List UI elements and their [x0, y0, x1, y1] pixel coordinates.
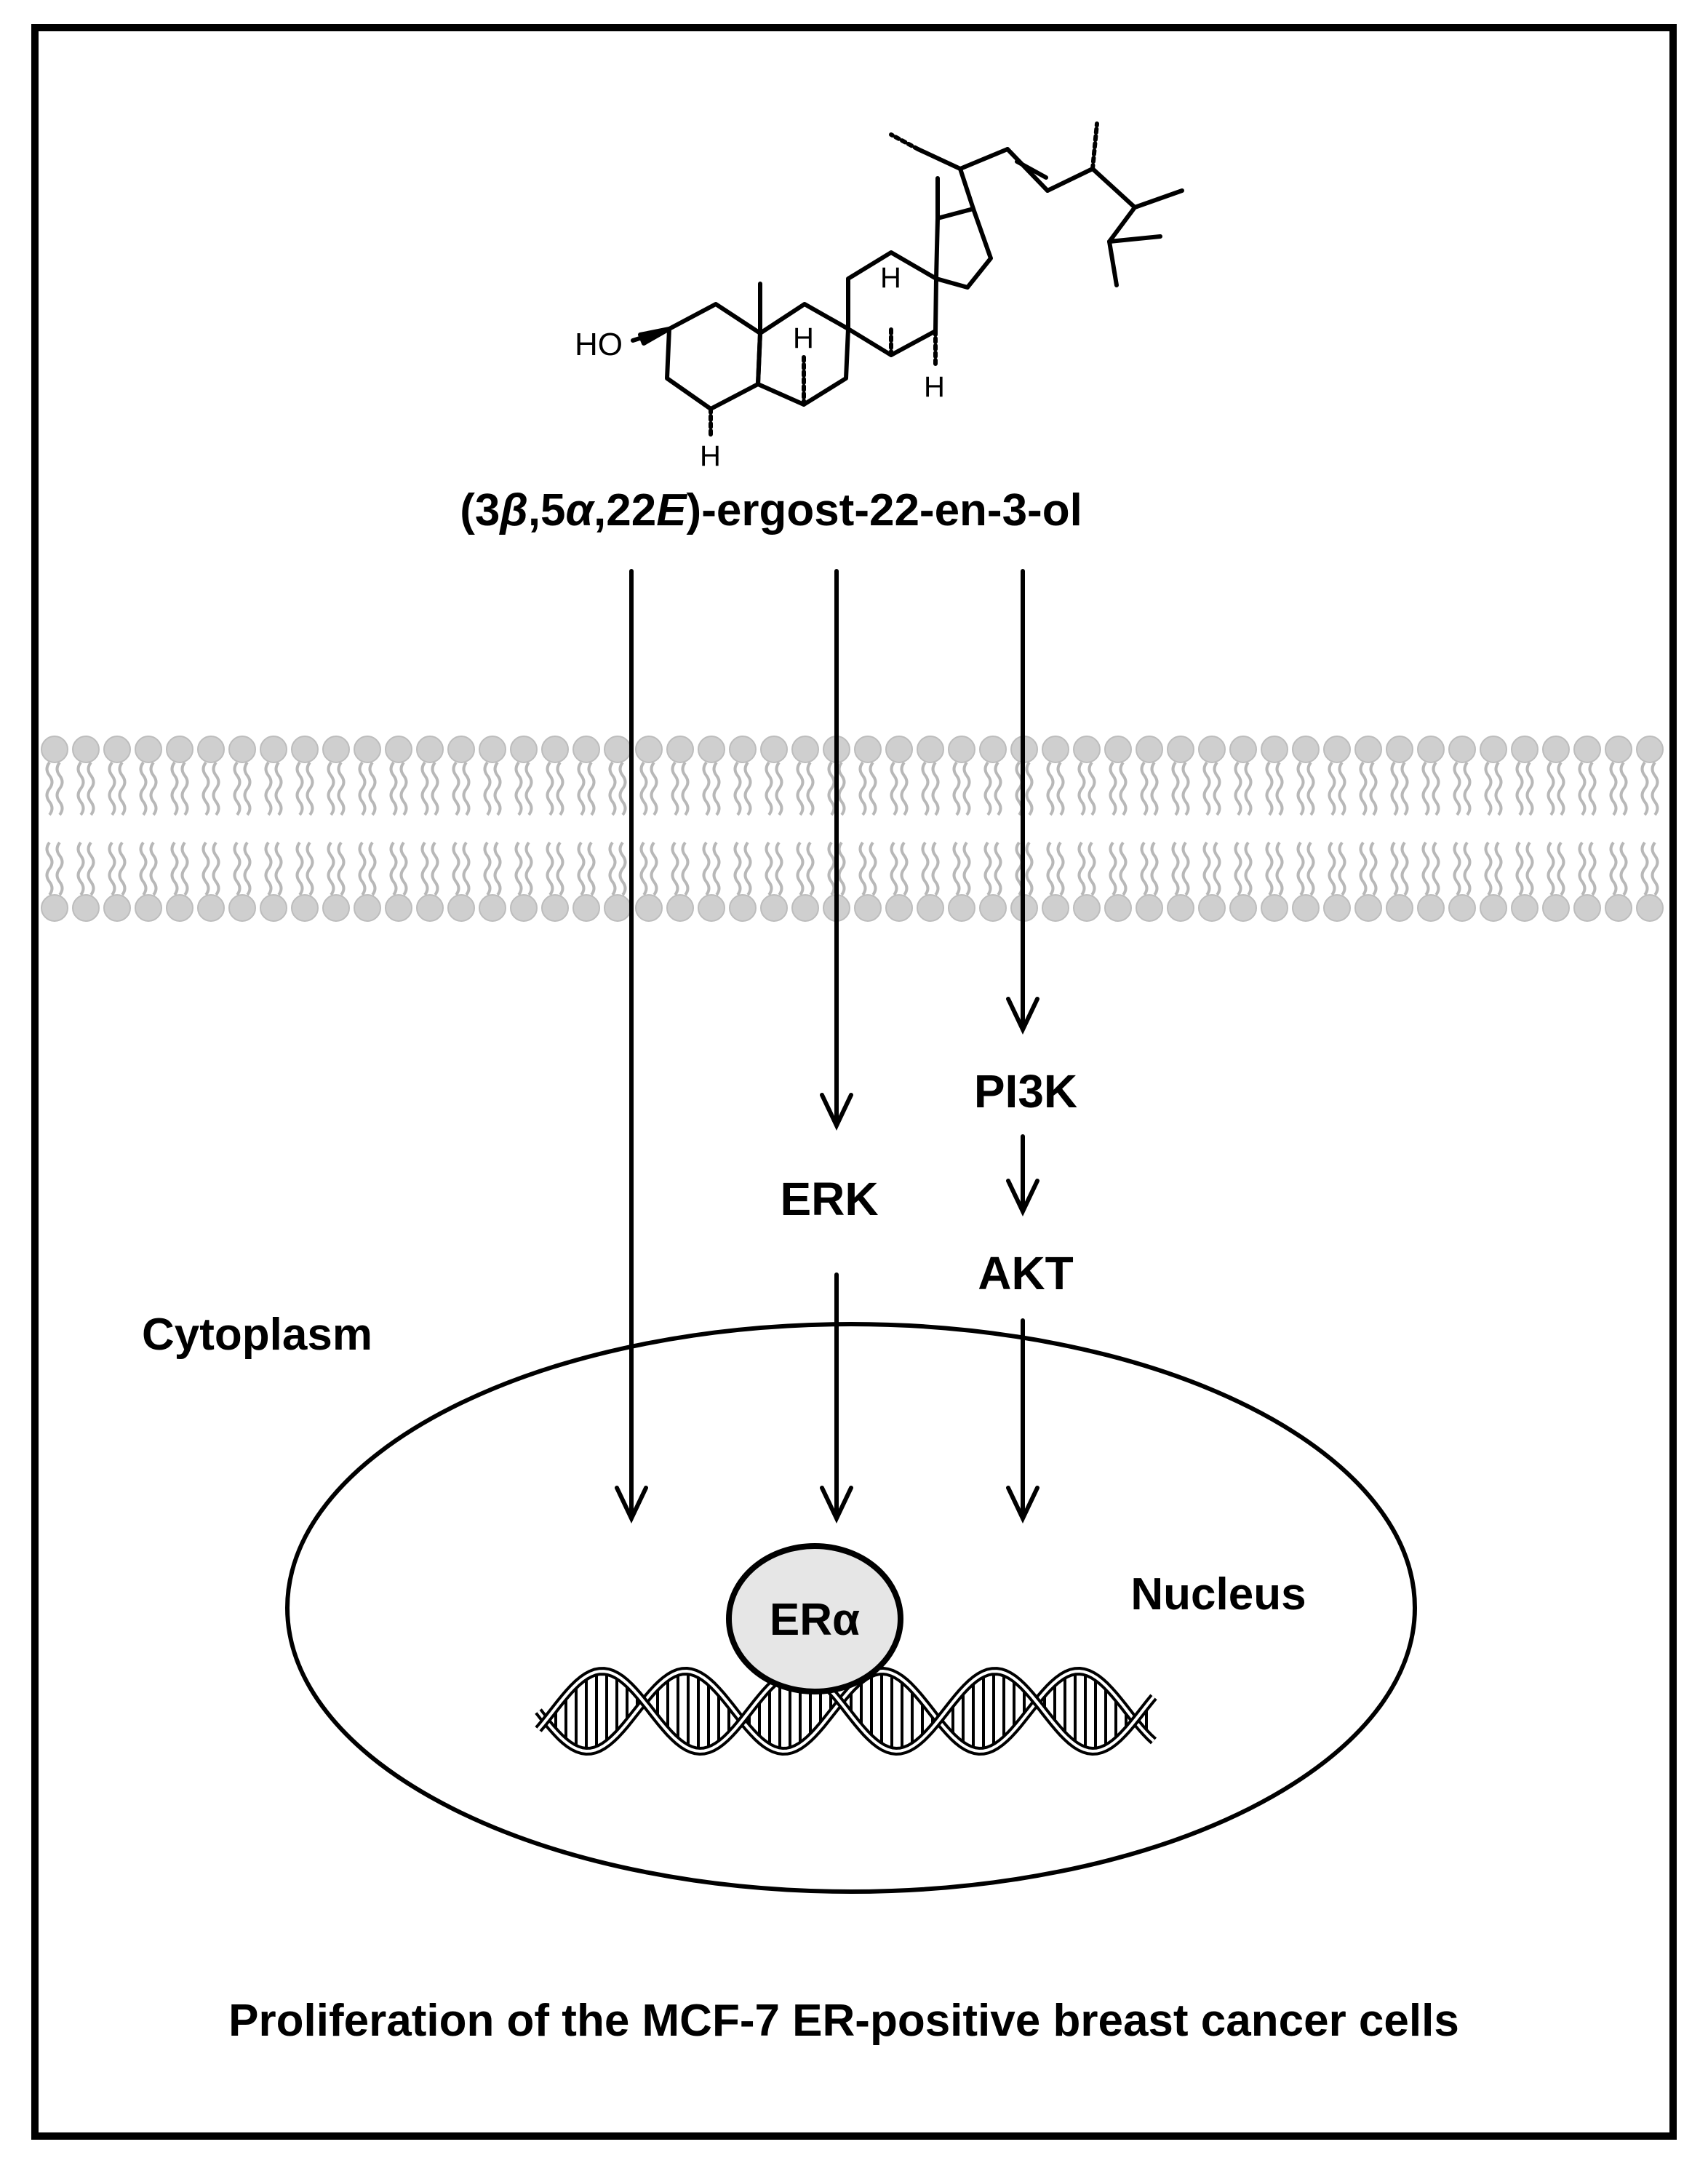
compound-name: (3β,5α,22E)-ergost-22-en-3-ol: [460, 485, 1082, 535]
compound-name-part: β: [498, 485, 527, 535]
arrows: [615, 569, 1039, 1523]
atom-label-h-c14: H: [924, 371, 945, 403]
label-pi3k: PI3K: [974, 1065, 1077, 1118]
lipid-bilayer: [41, 736, 1664, 922]
er-alpha-receptor: [726, 1543, 903, 1694]
compound-name-part: E: [656, 485, 687, 535]
atom-label-h-c9: H: [793, 322, 814, 354]
atom-label-hydroxyl: HO: [575, 327, 623, 362]
arrow-erk-nucleus-head: [820, 1486, 853, 1523]
arrow-akt-nucleus-head: [1006, 1486, 1039, 1523]
compound-name-part: (3: [460, 485, 500, 535]
label-akt: AKT: [978, 1247, 1074, 1299]
nucleus-outline: [285, 1322, 1417, 1894]
atom-label-h-c8: H: [880, 262, 901, 294]
atom-label-h-c5: H: [700, 440, 721, 472]
compound-name-part: ,5: [528, 485, 566, 535]
compound-name-part: )-ergost-22-en-3-ol: [687, 485, 1082, 535]
arrow-erk-head: [820, 1093, 853, 1131]
arrow-direct-head: [615, 1486, 648, 1523]
label-nucleus: Nucleus: [1130, 1569, 1306, 1620]
label-cytoplasm: Cytoplasm: [142, 1310, 372, 1360]
arrow-akt-head: [1006, 1179, 1039, 1216]
compound-name-part: α: [566, 485, 596, 535]
figure-caption: Proliferation of the MCF-7 ER-positive b…: [228, 1996, 1459, 2046]
figure-frame: [31, 24, 1677, 2140]
dna-helix: [535, 1667, 1157, 1756]
arrow-pi3k-head: [1006, 997, 1039, 1035]
label-er-alpha: ERα: [770, 1595, 860, 1645]
sterol-structure: [631, 122, 1184, 437]
label-erk: ERK: [780, 1173, 878, 1225]
compound-name-part: ,22: [594, 485, 656, 535]
